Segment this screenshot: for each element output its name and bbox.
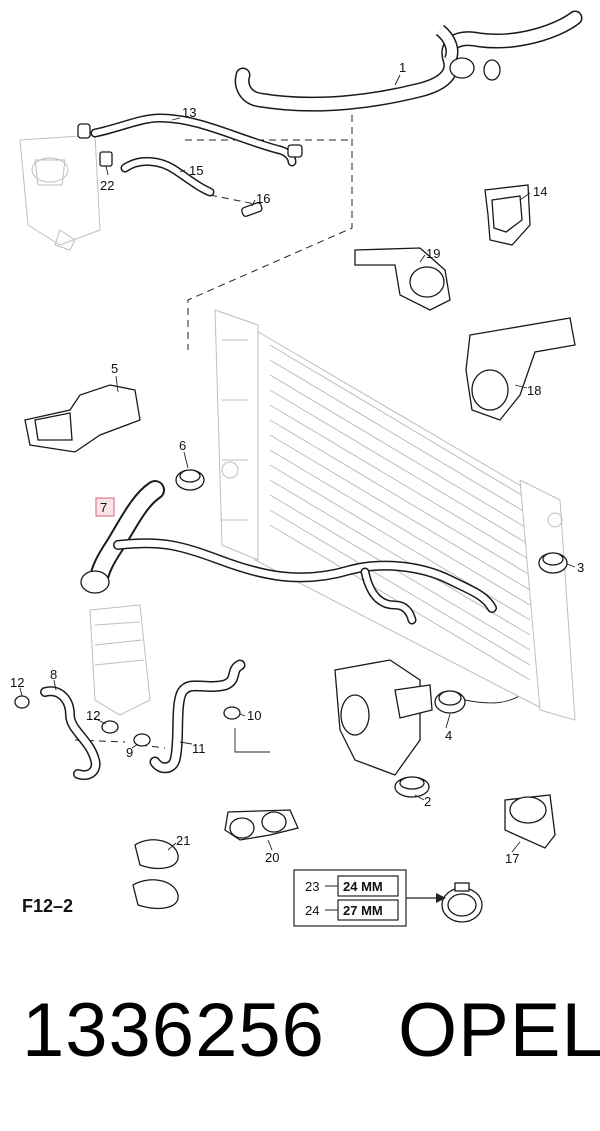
callout-4: 4 <box>445 728 452 743</box>
callout-6: 6 <box>179 438 186 453</box>
exploded-parts-diagram: 23 24 24 MM 27 MM 1 2 3 4 5 6 <box>10 10 584 927</box>
part-3-clamp <box>538 552 568 574</box>
callout-5: 5 <box>111 361 118 376</box>
part-5-shroud <box>24 384 141 453</box>
part-19-clamp <box>354 247 451 311</box>
callout-8: 8 <box>50 667 57 682</box>
callout-2: 2 <box>424 794 431 809</box>
part-12-clamp-left <box>14 695 30 709</box>
part-20-clamp <box>224 809 299 841</box>
callout-20: 20 <box>265 850 279 865</box>
callout-13: 13 <box>182 105 196 120</box>
assembly-lines <box>74 115 529 753</box>
part-16-connector <box>241 202 263 217</box>
size-value-24mm: 24 MM <box>343 879 383 894</box>
radiator <box>214 309 576 721</box>
callout-7-box <box>95 497 115 517</box>
callout-3: 3 <box>577 560 584 575</box>
callout-7-highlight: 7 <box>95 497 115 517</box>
callout-21: 21 <box>176 833 190 848</box>
callout-17: 17 <box>505 851 519 866</box>
figure-code: F12–2 <box>22 896 74 916</box>
part-9-clamp <box>133 733 151 747</box>
callout-10: 10 <box>247 708 261 723</box>
part-15-hose <box>120 157 215 197</box>
callout-22: 22 <box>100 178 114 193</box>
callout-12-mid: 12 <box>86 708 100 723</box>
callout-16: 16 <box>256 191 270 206</box>
callout-leaders <box>19 74 576 853</box>
hose-clamp-23-24 <box>441 882 483 923</box>
size-table: 23 24 24 MM 27 MM <box>293 869 446 927</box>
part-18-bracket <box>465 317 576 421</box>
callout-14: 14 <box>533 184 547 199</box>
part-17-bracket <box>504 794 556 849</box>
callout-1: 1 <box>399 60 406 75</box>
part-10-clamp <box>223 706 241 720</box>
ghost-engine-block <box>89 604 151 716</box>
thermostat-housing <box>334 659 433 776</box>
part-4-clamp <box>434 690 466 714</box>
part-2-clamp <box>394 776 430 798</box>
callout-12-left: 12 <box>10 675 24 690</box>
part-7-lower-hose <box>80 480 497 625</box>
callout-19: 19 <box>426 246 440 261</box>
part-13-hose <box>77 113 303 167</box>
size-value-27mm: 27 MM <box>343 903 383 918</box>
part-6-clamp <box>175 469 205 491</box>
brand-name: OPEL <box>398 988 600 1073</box>
arrow-icon <box>436 893 446 903</box>
size-ref-24: 24 <box>305 903 319 918</box>
part-21-clips <box>132 839 179 909</box>
part-14-bracket <box>484 184 531 246</box>
callout-11: 11 <box>192 741 206 756</box>
ghost-expansion-tank <box>19 134 101 251</box>
callout-15: 15 <box>189 163 203 178</box>
part-1-upper-hose <box>234 10 583 112</box>
part-8-hose <box>40 686 101 780</box>
callout-18: 18 <box>527 383 541 398</box>
callout-9: 9 <box>126 745 133 760</box>
part-22-clip <box>99 151 113 167</box>
part-number: 1336256 <box>22 988 325 1073</box>
size-ref-23: 23 <box>305 879 319 894</box>
callout-7: 7 <box>100 500 107 515</box>
part-11-hose <box>149 659 246 774</box>
